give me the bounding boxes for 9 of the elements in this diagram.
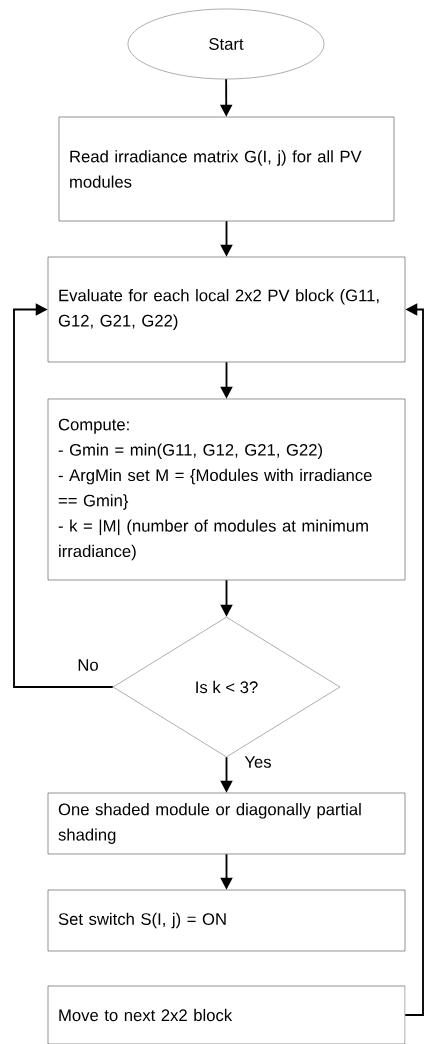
process-box: Compute: - Gmin = min(G11, G12, G21, G22) - ArgMin set M = {Modules with irradiance == Gmin} - k = |M| (number of modules at minimum irradiance) <box>47 398 406 581</box>
process-box: Read irradiance matrix G(I, j) for all PV modules <box>58 116 395 222</box>
arrow <box>13 303 114 688</box>
process-box: Set switch S(I, j) = ON <box>47 889 406 952</box>
arrow <box>404 303 424 1016</box>
edge-label: No <box>76 657 100 673</box>
process-box: Move to next 2x2 block <box>47 985 406 1044</box>
process-box: One shaded module or diagonally partial shading <box>47 792 406 855</box>
process-box: Evaluate for each local 2x2 PV block (G11, G12, G21, G22) <box>47 256 406 363</box>
